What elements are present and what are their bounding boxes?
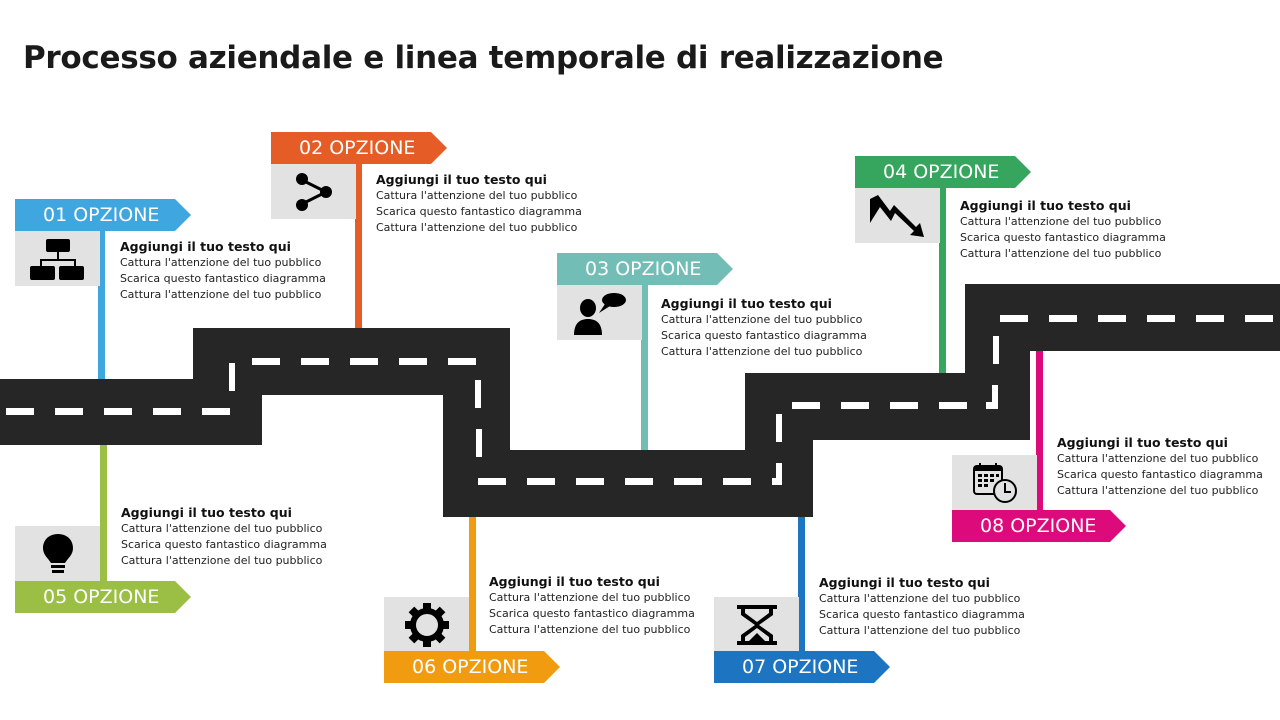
tag-arrow: [175, 199, 191, 231]
option-heading: Aggiungi il tuo testo qui: [489, 574, 660, 589]
option-line: Cattura l'attenzione del tuo pubblico: [960, 247, 1162, 260]
option-label-07: 07 OPZIONE: [742, 656, 859, 678]
connector-line-01: [98, 228, 105, 379]
option-label-01: 01 OPZIONE: [43, 204, 160, 226]
gear-icon: [404, 602, 449, 647]
option-line: Scarica questo fantastico diagramma: [1057, 468, 1263, 481]
option-text-07: Aggiungi il tuo testo qui Cattura l'atte…: [819, 574, 1039, 639]
tag-arrow: [717, 253, 733, 285]
option-line: Scarica questo fantastico diagramma: [819, 608, 1025, 621]
option-tag-06[interactable]: 06 OPZIONE: [384, 651, 560, 683]
option-line: Cattura l'attenzione del tuo pubblico: [819, 624, 1021, 637]
option-heading: Aggiungi il tuo testo qui: [819, 575, 990, 590]
connector-line-05: [100, 445, 107, 581]
option-tag-04[interactable]: 04 OPZIONE: [855, 156, 1031, 188]
tag-arrow: [175, 581, 191, 613]
option-line: Cattura l'attenzione del tuo pubblico: [120, 256, 322, 269]
option-heading: Aggiungi il tuo testo qui: [1057, 435, 1228, 450]
option-line: Scarica questo fantastico diagramma: [376, 205, 582, 218]
lightbulb-icon: [42, 533, 73, 573]
option-line: Cattura l'attenzione del tuo pubblico: [661, 345, 863, 358]
option-line: Scarica questo fantastico diagramma: [661, 329, 867, 342]
option-tag-01[interactable]: 01 OPZIONE: [15, 199, 191, 231]
icon-box-06: [384, 597, 469, 652]
option-heading: Aggiungi il tuo testo qui: [376, 172, 547, 187]
tag-arrow: [1110, 510, 1126, 542]
option-line: Cattura l'attenzione del tuo pubblico: [376, 189, 578, 202]
calendar-clock-icon: [972, 462, 1017, 503]
icon-box-01: [15, 231, 100, 286]
option-text-08: Aggiungi il tuo testo qui Cattura l'atte…: [1057, 434, 1277, 499]
option-label-04: 04 OPZIONE: [883, 161, 1000, 183]
option-heading: Aggiungi il tuo testo qui: [960, 198, 1131, 213]
hourglass-icon: [736, 604, 777, 645]
connector-line-03: [641, 282, 648, 450]
option-line: Cattura l'attenzione del tuo pubblico: [489, 623, 691, 636]
icon-box-02: [271, 164, 356, 219]
option-line: Cattura l'attenzione del tuo pubblico: [120, 288, 322, 301]
icon-box-08: [952, 455, 1037, 510]
option-heading: Aggiungi il tuo testo qui: [121, 505, 292, 520]
connector-line-02: [355, 160, 362, 328]
option-line: Cattura l'attenzione del tuo pubblico: [960, 215, 1162, 228]
option-text-01: Aggiungi il tuo testo qui Cattura l'atte…: [120, 238, 340, 303]
option-label-02: 02 OPZIONE: [299, 137, 416, 159]
option-heading: Aggiungi il tuo testo qui: [661, 296, 832, 311]
option-tag-05[interactable]: 05 OPZIONE: [15, 581, 191, 613]
option-line: Cattura l'attenzione del tuo pubblico: [1057, 484, 1259, 497]
connector-line-08: [1036, 351, 1043, 511]
option-text-05: Aggiungi il tuo testo qui Cattura l'atte…: [121, 504, 341, 569]
option-line: Cattura l'attenzione del tuo pubblico: [121, 522, 323, 535]
option-text-06: Aggiungi il tuo testo qui Cattura l'atte…: [489, 573, 709, 638]
icon-box-04: [855, 188, 940, 243]
connector-line-06: [469, 517, 476, 652]
option-heading: Aggiungi il tuo testo qui: [120, 239, 291, 254]
option-text-03: Aggiungi il tuo testo qui Cattura l'atte…: [661, 295, 881, 360]
org-chart-icon: [29, 238, 84, 280]
option-label-06: 06 OPZIONE: [412, 656, 529, 678]
option-line: Scarica questo fantastico diagramma: [120, 272, 326, 285]
option-line: Cattura l'attenzione del tuo pubblico: [376, 221, 578, 234]
icon-box-07: [714, 597, 799, 652]
connector-line-07: [798, 517, 805, 652]
option-line: Scarica questo fantastico diagramma: [489, 607, 695, 620]
option-line: Cattura l'attenzione del tuo pubblico: [489, 591, 691, 604]
tag-arrow: [1015, 156, 1031, 188]
icon-box-05: [15, 526, 100, 581]
option-tag-03[interactable]: 03 OPZIONE: [557, 253, 733, 285]
option-tag-02[interactable]: 02 OPZIONE: [271, 132, 447, 164]
connector-line-04: [939, 184, 946, 373]
option-line: Cattura l'attenzione del tuo pubblico: [1057, 452, 1259, 465]
option-label-03: 03 OPZIONE: [585, 258, 702, 280]
page-title: Processo aziendale e linea temporale di …: [23, 40, 944, 76]
option-text-04: Aggiungi il tuo testo qui Cattura l'atte…: [960, 197, 1180, 262]
option-tag-08[interactable]: 08 OPZIONE: [952, 510, 1126, 542]
downtrend-arrow-icon: [869, 194, 924, 237]
option-line: Scarica questo fantastico diagramma: [960, 231, 1166, 244]
person-speech-icon: [573, 292, 626, 335]
option-label-08: 08 OPZIONE: [980, 515, 1097, 537]
option-line: Cattura l'attenzione del tuo pubblico: [121, 554, 323, 567]
option-text-02: Aggiungi il tuo testo qui Cattura l'atte…: [376, 171, 596, 236]
tag-arrow: [431, 132, 447, 164]
option-label-05: 05 OPZIONE: [43, 586, 160, 608]
share-icon: [295, 172, 332, 211]
option-line: Scarica questo fantastico diagramma: [121, 538, 327, 551]
option-line: Cattura l'attenzione del tuo pubblico: [661, 313, 863, 326]
tag-arrow: [544, 651, 560, 683]
option-tag-07[interactable]: 07 OPZIONE: [714, 651, 890, 683]
icon-box-03: [557, 285, 642, 340]
tag-arrow: [874, 651, 890, 683]
option-line: Cattura l'attenzione del tuo pubblico: [819, 592, 1021, 605]
